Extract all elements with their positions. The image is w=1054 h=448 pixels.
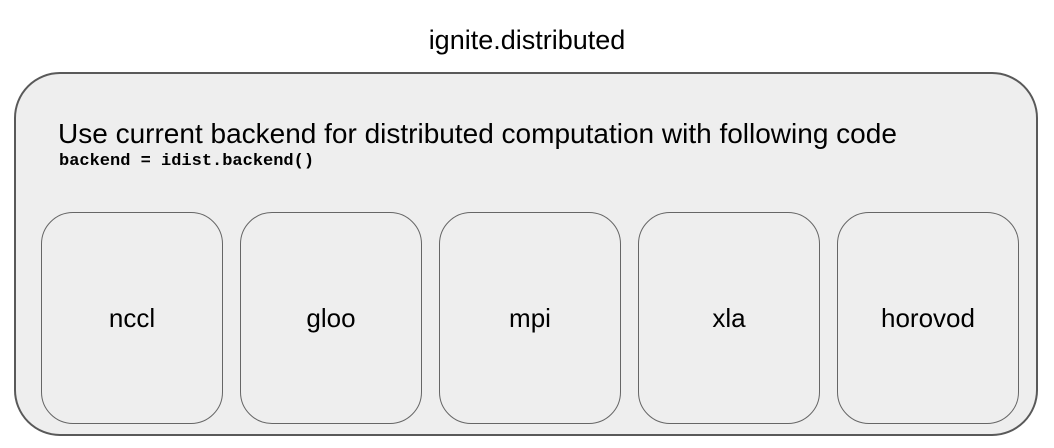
backend-box-mpi: mpi — [439, 212, 621, 424]
backend-label: mpi — [509, 302, 551, 333]
diagram-title: ignite.distributed — [428, 25, 626, 55]
backend-box-nccl: nccl — [41, 212, 223, 424]
backend-box-gloo: gloo — [240, 212, 422, 424]
backend-label: horovod — [881, 302, 975, 333]
panel-description: Use current backend for distributed comp… — [58, 118, 897, 149]
backend-label: nccl — [108, 302, 156, 333]
backend-box-horovod: horovod — [837, 212, 1019, 424]
backend-box-xla: xla — [638, 212, 820, 424]
backend-label: xla — [712, 302, 746, 333]
code-snippet: backend = idist.backend() — [59, 152, 315, 171]
backend-label: gloo — [306, 302, 356, 333]
backend-boxes-row: nccl gloo mpi xla horovod — [41, 212, 1019, 424]
ignite-distributed-panel: Use current backend for distributed comp… — [14, 72, 1038, 436]
